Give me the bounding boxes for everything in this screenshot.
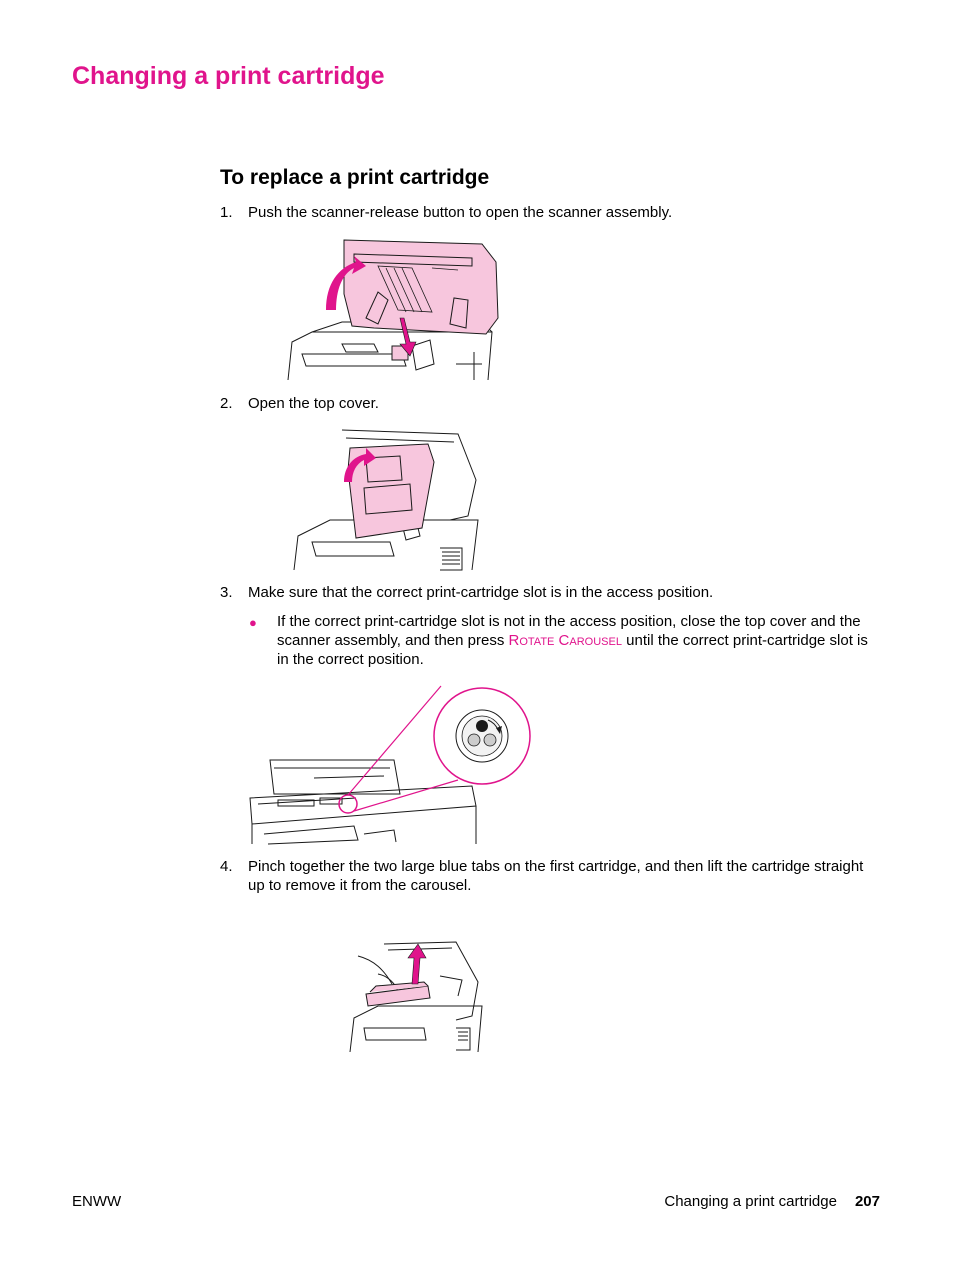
step-text: Make sure that the correct print-cartrid… — [248, 584, 714, 601]
bullet-text-after: until the correct print-cartridge slot i… — [277, 632, 868, 668]
control-panel-illustration — [249, 685, 531, 845]
page-number: 207 — [854, 1193, 880, 1210]
step-number: 1. — [220, 204, 233, 221]
step-number: 3. — [220, 584, 233, 601]
step-1: 1. Push the scanner-release button to op… — [220, 203, 920, 223]
step-4: 4. Pinch together the two large blue tab… — [220, 857, 920, 897]
footer-right: Changing a print cartridge 207 — [664, 1193, 880, 1210]
step-text: Push the scanner-release button to open … — [248, 204, 673, 221]
step-number: 4. — [220, 858, 233, 875]
bullet-text-before: If the correct print-cartridge slot is n… — [277, 613, 861, 649]
scanner-open-illustration — [287, 239, 499, 381]
footer-section-title: Changing a print cartridge — [664, 1193, 837, 1210]
footer-left: ENWW — [72, 1193, 122, 1210]
bullet-text: If the correct print-cartridge slot is n… — [277, 612, 877, 669]
step-3: 3. Make sure that the correct print-cart… — [220, 583, 920, 603]
step-2: 2. Open the top cover. — [220, 394, 920, 414]
step-text: Open the top cover. — [248, 395, 379, 412]
remove-cartridge-illustration — [349, 941, 483, 1053]
bullet-dot: ● — [249, 615, 257, 630]
step-text: Pinch together the two large blue tabs o… — [248, 858, 864, 894]
page-title: Changing a print cartridge — [72, 62, 385, 90]
rotate-carousel-key: Rotate Carousel — [508, 632, 622, 649]
bullet-item: ● If the correct print-cartridge slot is… — [249, 612, 889, 672]
step-number: 2. — [220, 395, 233, 412]
section-heading: To replace a print cartridge — [220, 166, 490, 189]
top-cover-open-illustration — [293, 429, 479, 571]
